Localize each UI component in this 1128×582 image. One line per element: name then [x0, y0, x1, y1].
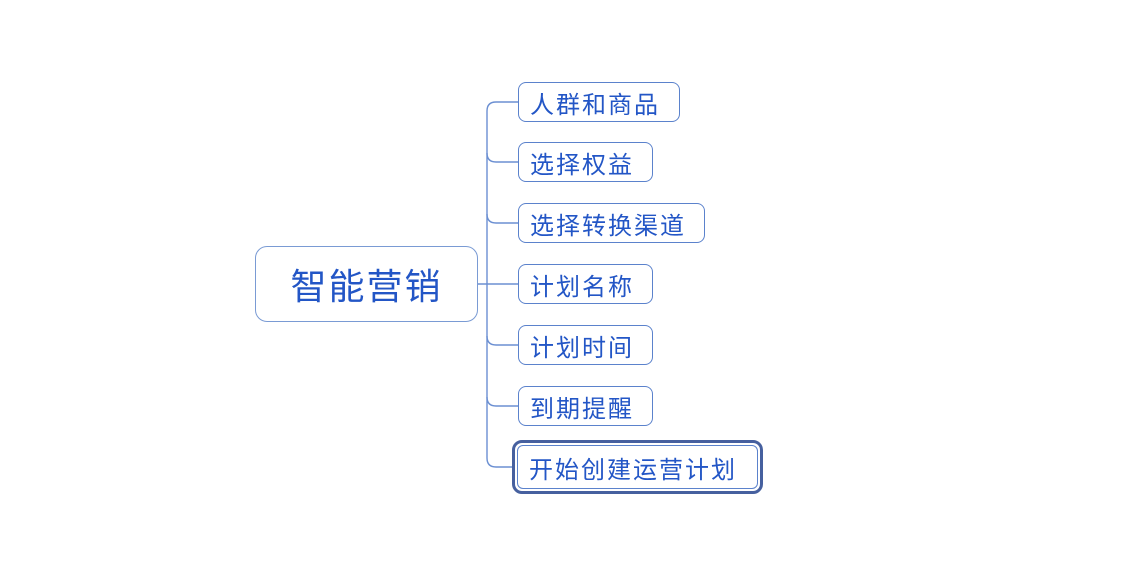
node-label: 计划时间	[530, 335, 634, 362]
node-audience-and-products[interactable]: 人群和商品	[518, 82, 680, 122]
node-plan-time[interactable]: 计划时间	[518, 325, 653, 365]
node-label: 选择转换渠道	[530, 213, 686, 240]
node-expiry-reminder[interactable]: 到期提醒	[518, 386, 653, 426]
node-label: 到期提醒	[530, 396, 634, 423]
node-select-conversion-channel[interactable]: 选择转换渠道	[518, 203, 705, 243]
node-label: 人群和商品	[530, 92, 660, 119]
node-start-create-operation-plan[interactable]: 开始创建运营计划	[517, 445, 758, 489]
node-label: 选择权益	[530, 152, 634, 179]
node-label: 计划名称	[530, 274, 634, 301]
node-plan-name[interactable]: 计划名称	[518, 264, 653, 304]
node-label: 智能营销	[290, 267, 443, 307]
node-select-benefits[interactable]: 选择权益	[518, 142, 653, 182]
selected-node-ring: 开始创建运营计划	[512, 440, 763, 494]
node-smart-marketing[interactable]: 智能营销	[255, 246, 478, 322]
node-label: 开始创建运营计划	[529, 457, 737, 484]
